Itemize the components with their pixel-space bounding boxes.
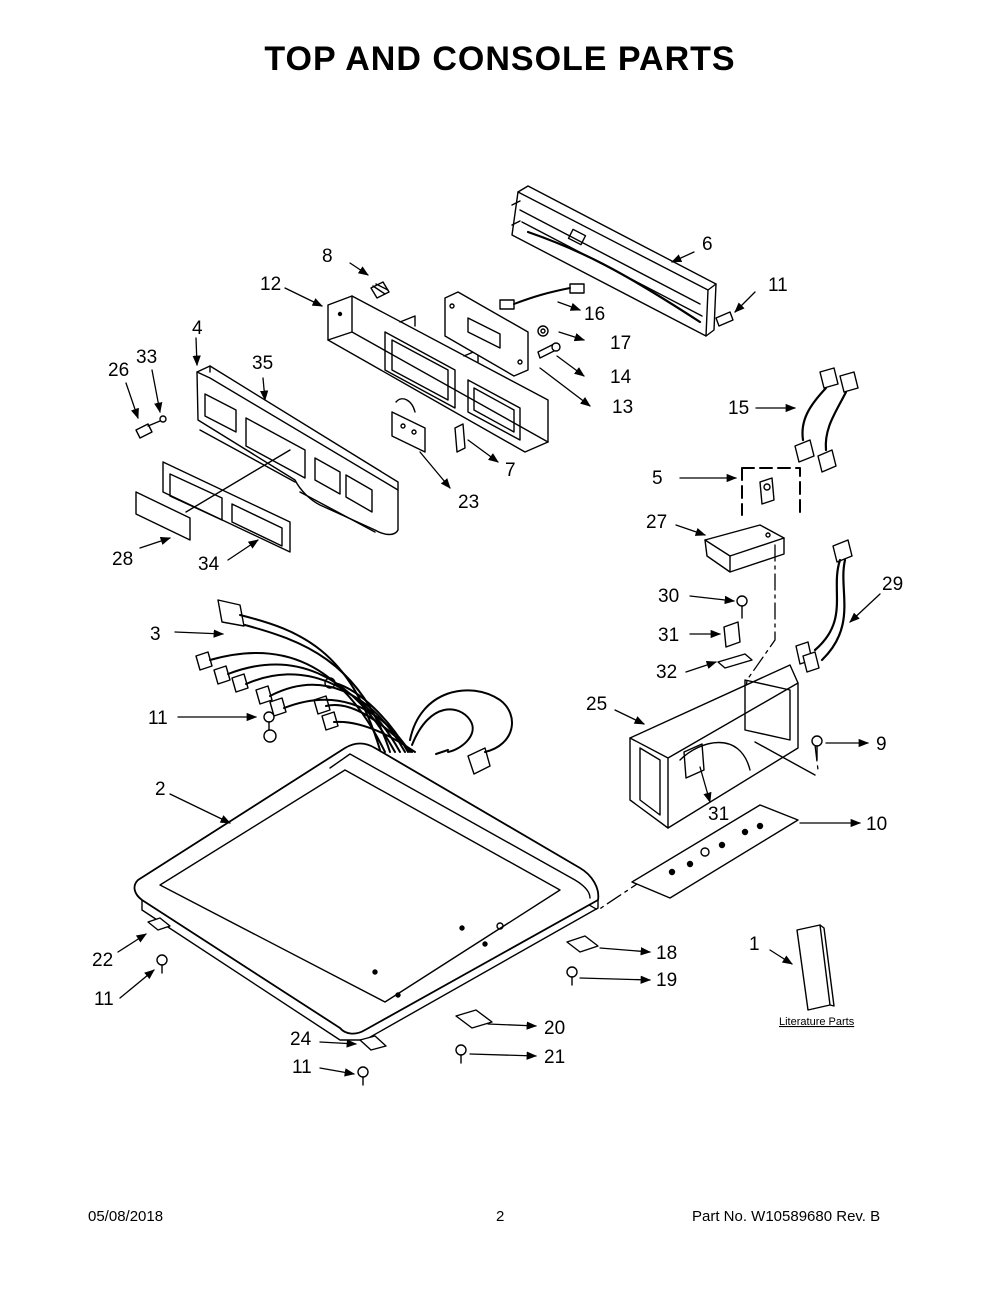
part-31-switch xyxy=(723,621,741,648)
part-9-screw xyxy=(811,735,823,761)
callout-20: 20 xyxy=(544,1018,565,1039)
callout-1: 1 xyxy=(749,934,760,955)
callout-32: 32 xyxy=(656,662,677,683)
part-24-clip xyxy=(359,1035,387,1051)
callout-30: 30 xyxy=(658,586,679,607)
callout-11-bottom: 11 xyxy=(292,1057,312,1078)
footer-date: 05/08/2018 xyxy=(88,1208,164,1225)
part-4-console xyxy=(196,365,399,536)
part-30-screw xyxy=(736,595,748,619)
callout-11-top: 11 xyxy=(768,275,788,296)
callout-35: 35 xyxy=(252,353,273,374)
callout-14: 14 xyxy=(610,367,632,388)
literature-parts-label: Literature Parts xyxy=(779,1016,855,1028)
part-14-screw xyxy=(537,342,561,359)
callout-7: 7 xyxy=(505,460,516,481)
callout-23: 23 xyxy=(458,492,479,513)
part-25-console-base xyxy=(629,664,816,829)
callout-15: 15 xyxy=(728,398,749,419)
part-18-clip xyxy=(566,935,599,953)
part-26-screw xyxy=(135,420,161,439)
part-3-main-harness xyxy=(195,599,513,775)
callout-11-left: 11 xyxy=(94,989,114,1010)
callout-27: 27 xyxy=(646,512,667,533)
callout-31-bottom: 31 xyxy=(708,804,729,825)
callout-26: 26 xyxy=(108,360,129,381)
part-11-screw-b xyxy=(715,311,734,327)
part-29-harness xyxy=(795,539,853,673)
callout-25: 25 xyxy=(586,694,607,715)
callout-29: 29 xyxy=(882,574,903,595)
callout-5: 5 xyxy=(652,468,663,489)
callout-19: 19 xyxy=(656,970,677,991)
part-7-clip xyxy=(454,423,466,453)
callout-24: 24 xyxy=(290,1029,312,1050)
callout-12: 12 xyxy=(260,274,281,295)
part-34-overlay xyxy=(162,461,291,553)
callout-11-harness: 11 xyxy=(148,708,168,729)
part-10-plate xyxy=(631,804,799,899)
callout-28: 28 xyxy=(112,549,133,570)
part-27-cover xyxy=(704,524,785,573)
footer-part-number: Part No. W10589680 Rev. B xyxy=(692,1208,881,1225)
part-16-wire-harness xyxy=(499,283,585,310)
part-33-washer xyxy=(159,415,167,423)
part-13-control-board xyxy=(444,291,529,377)
part-28-panel xyxy=(135,491,191,541)
callout-21: 21 xyxy=(544,1047,565,1068)
leader-35 xyxy=(185,449,291,513)
callout-22: 22 xyxy=(92,950,113,971)
callout-33: 33 xyxy=(136,347,157,368)
callout-8: 8 xyxy=(322,246,333,267)
callout-31-top: 31 xyxy=(658,625,679,646)
callout-labels: 1 2 3 4 5 6 7 8 9 10 11 11 11 11 12 13 1… xyxy=(92,234,903,1078)
callout-3: 3 xyxy=(150,624,161,645)
callout-18: 18 xyxy=(656,943,677,964)
part-11-screw-d xyxy=(357,1066,369,1086)
part-23-bracket xyxy=(391,398,426,453)
part-21-screw xyxy=(455,1044,467,1064)
page-title: TOP AND CONSOLE PARTS xyxy=(264,40,736,78)
callout-13: 13 xyxy=(612,397,633,418)
part-1-literature xyxy=(796,924,835,1011)
part-2-top-panel xyxy=(133,742,600,1041)
callout-16: 16 xyxy=(584,304,605,325)
callout-4: 4 xyxy=(192,318,203,339)
part-15-harness xyxy=(794,367,859,473)
part-11-screw-c xyxy=(156,954,168,974)
part-6-console-bracket xyxy=(511,185,717,337)
callout-2: 2 xyxy=(155,779,166,800)
part-32-plate xyxy=(717,653,753,669)
callout-10: 10 xyxy=(866,814,887,835)
part-11-screw-a xyxy=(263,711,275,731)
leader-arrows xyxy=(117,251,881,1077)
part-5-switch-group xyxy=(741,467,801,519)
footer-page-number: 2 xyxy=(496,1208,505,1225)
part-20-clip xyxy=(455,1009,493,1029)
callout-6: 6 xyxy=(702,234,713,255)
callout-17: 17 xyxy=(610,333,631,354)
part-8-knob xyxy=(370,281,390,299)
part-19-screw xyxy=(566,966,578,986)
part-22-clip xyxy=(147,917,171,931)
part-17-nut xyxy=(537,325,549,337)
callout-34: 34 xyxy=(198,554,220,575)
callout-9: 9 xyxy=(876,734,887,755)
